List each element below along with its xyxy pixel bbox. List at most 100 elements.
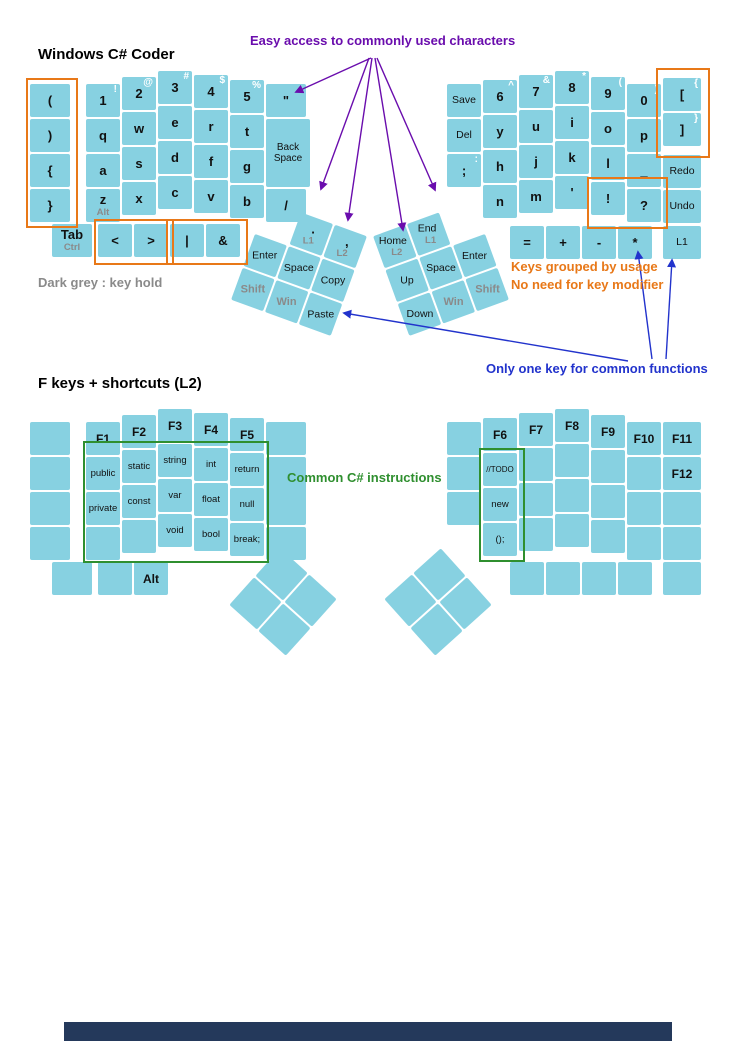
key-u: u [519,110,553,143]
key-blank [447,422,481,455]
csharp-group-highlight-box [83,441,269,563]
key-equals: = [510,226,544,259]
annotation-csharp-note: Common C# instructions [287,470,442,485]
key-blank [30,422,70,455]
usage-highlight-box [587,177,668,229]
key-blank [591,520,625,553]
key-asterisk: * [618,226,652,259]
key-blank [627,527,661,560]
key-minus: - [582,226,616,259]
key-close-paren: ) [30,119,70,152]
key-public: public [86,457,120,490]
annotation-arrow [376,57,437,192]
key-static: static [122,450,156,483]
key-n: n [483,185,517,218]
annotation-grouped-usage-line2: No need for key modifier [511,277,664,292]
key-b: b [230,185,264,218]
csharp-group-highlight-box [479,448,525,562]
key-blank [627,457,661,490]
usage-highlight-box [26,78,78,228]
key-save: Save [447,84,481,117]
key-a: a [86,154,120,187]
key-open-brace: { [30,154,70,187]
key-question: ? [627,189,661,222]
key-h: h [483,150,517,183]
key-var: var [158,479,192,512]
key-blank [555,514,589,547]
key-open-paren: ( [30,84,70,117]
annotation-one-key-note: Only one key for common functions [486,361,708,376]
key-f: f [194,145,228,178]
key-blank [30,527,70,560]
annotation-arrow [342,309,629,362]
key-close-brace: } [30,189,70,222]
key-d: d [158,141,192,174]
annotation-arrow [344,57,373,222]
key-e: e [158,106,192,139]
key-todo-comment: //TODO [483,453,517,486]
annotation-arrow [374,57,407,232]
key-blank [447,457,481,490]
key-l: l [591,147,625,180]
key-new: new [483,488,517,521]
key-7: 7& [519,75,553,108]
key-apostrophe: ' [555,176,589,209]
thumb-cluster [229,548,337,656]
key-blank [30,492,70,525]
key-p: p [627,119,661,152]
key-blank [663,562,701,595]
key-f4: F4 [194,413,228,446]
annotation-key-hold-note: Dark grey : key hold [38,275,163,290]
key-string: string [158,444,192,477]
key-blank [555,444,589,477]
key-blank [266,457,306,525]
key-6: 6^ [483,80,517,113]
key-bool: bool [194,518,228,551]
key-blank [266,422,306,455]
key-quote: " [266,84,306,117]
key-blank [86,527,120,560]
key-q: q [86,119,120,152]
key-blank [30,457,70,490]
key-f7: F7 [519,413,553,446]
key-f6: F6 [483,418,517,451]
key-9: 9( [591,77,625,110]
key-f11: F11 [663,422,701,455]
annotation-arrow [319,57,370,191]
key-blank [663,492,701,525]
key-blank [555,479,589,512]
key-v: v [194,180,228,213]
key-t: t [230,115,264,148]
key-i: i [555,106,589,139]
key-less-than: < [98,224,132,257]
key-open-bracket: [{ [663,78,701,111]
key-f9: F9 [591,415,625,448]
key-f5: F5 [230,418,264,451]
key-const: const [122,485,156,518]
key-alt: Alt [134,562,168,595]
key-2: 2@ [122,77,156,110]
key-return: return [230,453,264,486]
usage-highlight-box [166,219,248,265]
key-1: 1! [86,84,120,117]
key-r: r [194,110,228,143]
annotation-grouped-usage-line1: Keys grouped by usage [511,259,658,274]
key-back-space: Back Space [266,119,310,187]
key-j: j [519,145,553,178]
key-o: o [591,112,625,145]
annotation-arrow [294,57,372,94]
key-semicolon: ;: [447,154,481,187]
key-null: null [230,488,264,521]
key-g: g [230,150,264,183]
key-blank [627,492,661,525]
key-redo: Redo [663,155,701,188]
key-blank [510,562,544,595]
usage-highlight-box [94,219,174,265]
key-blank [122,520,156,553]
key-y: y [483,115,517,148]
key-3: 3# [158,71,192,104]
key-exclamation: ! [591,182,625,215]
